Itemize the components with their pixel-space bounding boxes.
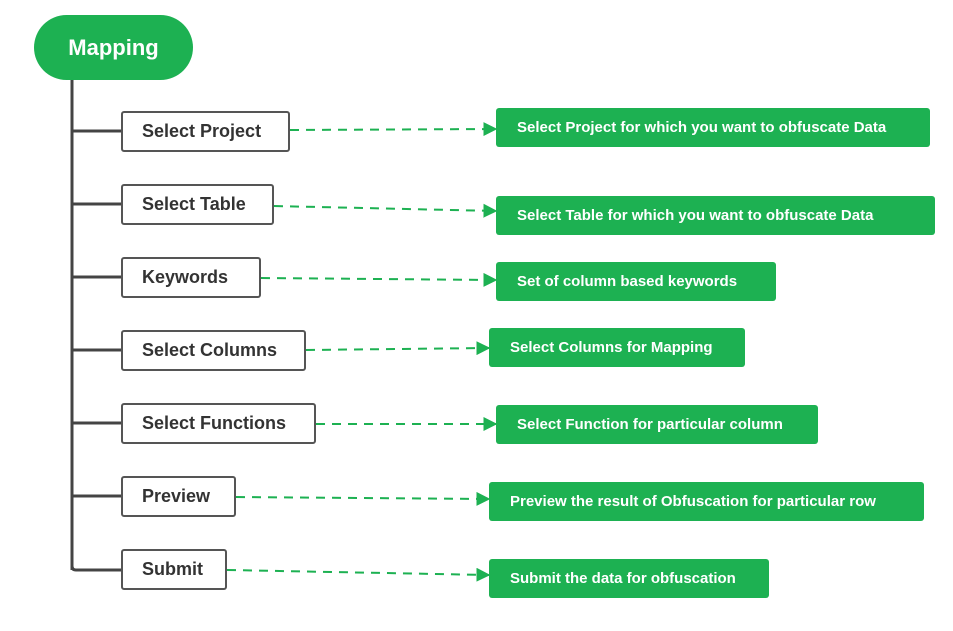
step-select-project: Select Project — [121, 111, 290, 152]
desc-keywords: Set of column based keywords — [496, 262, 776, 301]
step-preview: Preview — [121, 476, 236, 517]
dashed-arrow — [260, 272, 498, 287]
desc-select-project: Select Project for which you want to obf… — [496, 108, 930, 147]
step-select-table: Select Table — [121, 184, 274, 225]
desc-preview: Preview the result of Obfuscation for pa… — [489, 482, 924, 521]
desc-select-columns: Select Columns for Mapping — [489, 328, 745, 367]
dashed-arrow — [226, 567, 491, 582]
dashed-arrow — [289, 122, 498, 137]
step-submit: Submit — [121, 549, 227, 590]
dashed-arrow — [235, 491, 491, 506]
dashed-arrow — [273, 203, 498, 218]
desc-submit: Submit the data for obfuscation — [489, 559, 769, 598]
step-select-functions: Select Functions — [121, 403, 316, 444]
root-node-mapping: Mapping — [34, 15, 193, 80]
step-select-columns: Select Columns — [121, 330, 306, 371]
tree-branch — [70, 565, 122, 572]
desc-select-functions: Select Function for particular column — [496, 405, 818, 444]
desc-select-table: Select Table for which you want to obfus… — [496, 196, 935, 235]
step-keywords: Keywords — [121, 257, 261, 298]
dashed-arrow — [305, 341, 491, 356]
